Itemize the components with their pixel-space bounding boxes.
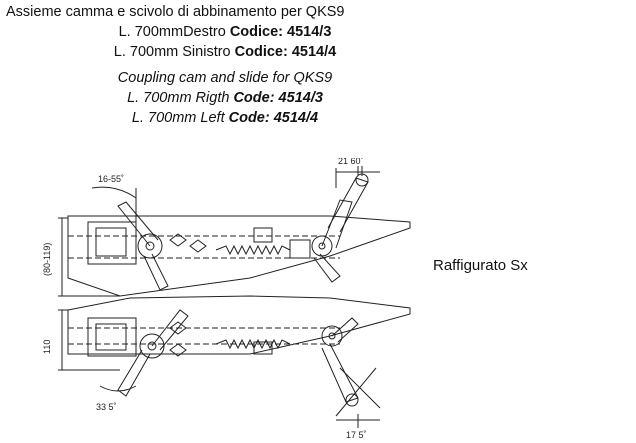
code-line-right-en: L. 700mm Rigth Code: 4514/3 [0, 89, 450, 107]
title-italian: Assieme camma e scivolo di abbinamento p… [6, 4, 345, 20]
code-value: Code: 4514/4 [228, 110, 319, 126]
cam-circle [139, 333, 165, 359]
code-value: Code: 4514/3 [233, 90, 323, 106]
slide-outline-top [67, 215, 411, 297]
code-value: Codice: 4514/4 [234, 44, 337, 60]
code-line-prefix: L. 700mm Left [131, 110, 229, 126]
code-line-prefix: L. 700mmDestro [118, 24, 230, 40]
dim-top-right: 21 60˚ [338, 158, 364, 166]
code-line-prefix: L. 700mm Rigth [127, 90, 234, 106]
code-line-prefix: L. 700mm Sinistro [113, 44, 235, 60]
dim-height-top: (80-119) [42, 243, 52, 276]
cam-circle [321, 325, 343, 347]
code-line-left-en: L. 700mm Left Code: 4514/4 [0, 109, 450, 127]
dim-top-left: 16-55˚ [98, 174, 124, 184]
spring-top [215, 244, 291, 256]
title-english: Coupling cam and slide for QKS9 [117, 70, 333, 86]
code-line-left-it: L. 700mm Sinistro Codice: 4514/4 [0, 43, 450, 61]
dim-height-bottom: 110 [42, 340, 52, 354]
dim-bottom-left: 33 5˚ [96, 402, 117, 412]
cam-circle [137, 233, 163, 259]
slide-outline-bottom [67, 295, 411, 355]
side-label: Raffigurato Sx [433, 257, 528, 274]
dim-bottom-right: 17 5˚ [346, 430, 367, 440]
technical-drawing: 21 60˚ 16-55˚ (80-119) 110 33 5˚ 17 5˚ [42, 158, 411, 440]
code-line-right-it: L. 700mmDestro Codice: 4514/3 [0, 23, 450, 41]
code-value: Codice: 4514/3 [229, 24, 332, 40]
